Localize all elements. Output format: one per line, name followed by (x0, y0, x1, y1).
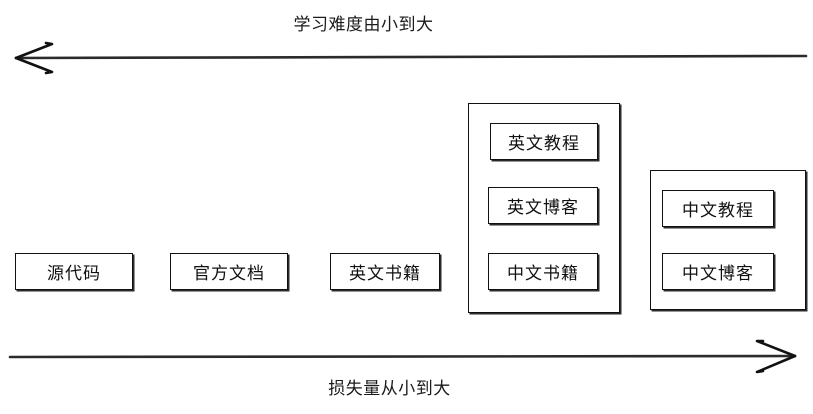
loss-axis-label: 损失量从小到大 (328, 379, 451, 399)
node-english-books[interactable]: 英文书籍 (330, 253, 440, 290)
loss-axis-arrow (8, 339, 797, 374)
node-chinese-blog[interactable]: 中文博客 (662, 253, 774, 290)
node-english-blog[interactable]: 英文博客 (488, 187, 598, 224)
node-source-code[interactable]: 源代码 (15, 253, 133, 290)
node-official-docs[interactable]: 官方文档 (170, 253, 288, 290)
node-chinese-books[interactable]: 中文书籍 (488, 253, 598, 290)
difficulty-axis-arrow (14, 41, 808, 75)
node-chinese-tutorial[interactable]: 中文教程 (662, 190, 774, 227)
node-english-tutorial[interactable]: 英文教程 (490, 123, 598, 160)
difficulty-axis-label: 学习难度由小到大 (293, 15, 434, 35)
